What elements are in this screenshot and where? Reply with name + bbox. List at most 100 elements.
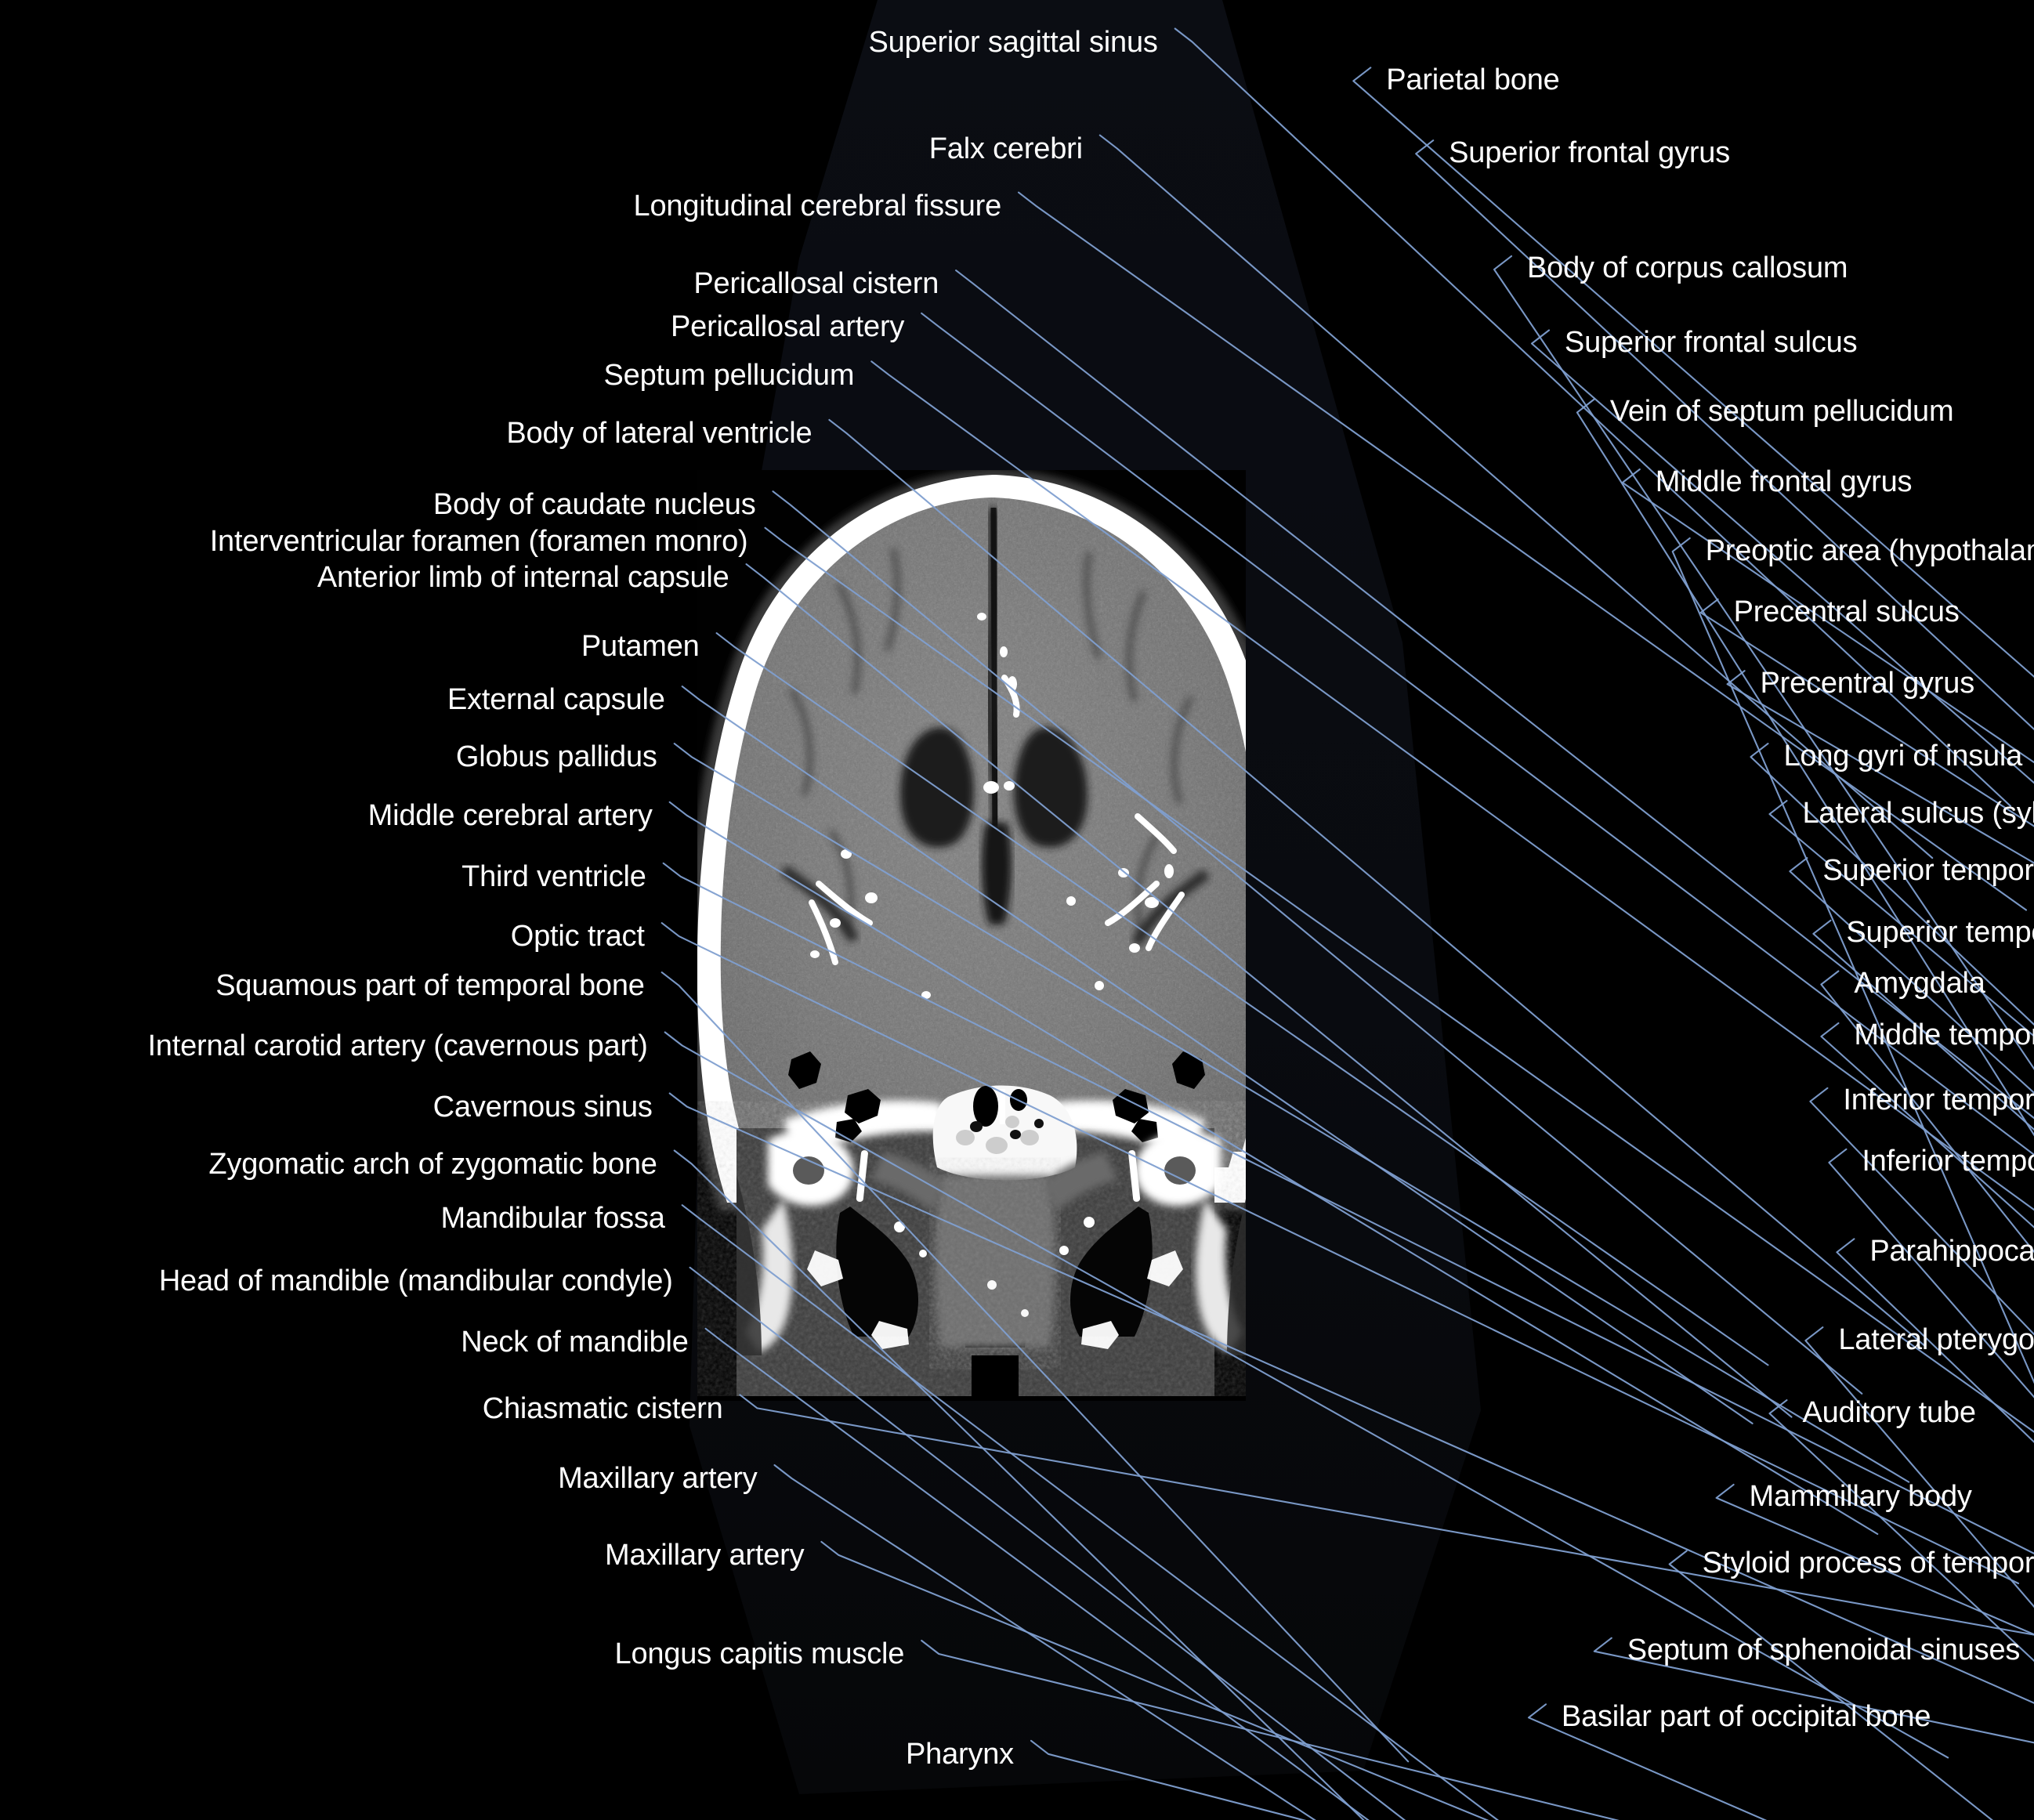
leader-line (1017, 191, 2028, 911)
anatomy-label: Neck of mandible (461, 1326, 689, 1359)
leader-line (1530, 329, 2034, 784)
anatomy-label: Inferior temporal sulcus (1843, 1084, 2034, 1117)
anatomy-label: Zygomatic arch of zygomatic bone (208, 1147, 657, 1181)
leader-line (870, 360, 2034, 1211)
anatomy-label: Basilar part of occipital bone (1561, 1699, 1931, 1733)
anatomy-label: Superior frontal gyrus (1449, 136, 1731, 169)
anatomy-label: Lateral pterygoid muscle (1838, 1322, 2034, 1356)
anatomy-label: Precentral gyrus (1760, 666, 1975, 700)
anatomy-label: Putamen (581, 630, 700, 664)
anatomy-label: Pericallosal artery (671, 310, 905, 344)
leader-line (828, 418, 1926, 1347)
leader-line (1699, 598, 2034, 827)
leader-line (704, 1327, 1370, 1820)
anatomy-label: Septum of sphenoidal sinuses (1627, 1634, 2021, 1667)
leader-line (1750, 743, 2034, 1026)
leader-line (664, 1031, 1949, 1759)
leader-line (1030, 1739, 1307, 1820)
leader-line (773, 1464, 1316, 1820)
leader-line (1768, 1399, 2034, 1663)
anatomy-label: Maxillary artery (558, 1462, 758, 1496)
leader-line (1352, 67, 2034, 678)
leader-line (1715, 1483, 2034, 1636)
leader-line (1098, 134, 1934, 859)
leader-line (673, 743, 1910, 1483)
anatomy-label: Internal carotid artery (cavernous part) (147, 1029, 648, 1062)
leader-line (681, 1204, 1500, 1820)
leader-line (1836, 1238, 2034, 1443)
leader-line (1576, 398, 2034, 1137)
anatomy-label: Head of mandible (mandibular condyle) (158, 1265, 673, 1298)
anatomy-label: Superior temporal gyrus (1822, 853, 2034, 887)
leader-line (1671, 537, 2034, 1384)
anatomy-label: Squamous part of temporal bone (215, 969, 645, 1003)
anatomy-label: Falx cerebri (928, 132, 1083, 165)
leader-line (739, 1394, 2034, 1636)
leader-line (1415, 139, 2034, 731)
leader-line (662, 862, 2034, 1554)
leader-line (1820, 970, 2034, 1254)
anatomy-label: Inferior temporal gyrus (1862, 1145, 2034, 1178)
leader-line (689, 1266, 1406, 1820)
anatomy-label: Pericallosal cistern (693, 267, 939, 301)
anatomy-label: Longitudinal cerebral fissure (633, 189, 1002, 223)
anatomy-label: Body of caudate nucleus (432, 488, 756, 522)
anatomy-label: Styloid process of temporal bone (1702, 1547, 2034, 1580)
anatomy-label: Chiasmatic cistern (482, 1391, 723, 1425)
leader-line (681, 686, 1754, 1424)
leader-line (1726, 670, 2034, 864)
anatomy-label: Precentral sulcus (1733, 595, 1960, 628)
leader-line (661, 922, 2020, 1585)
anatomy-label: Auditory tube (1802, 1395, 1976, 1429)
leader-line (673, 1149, 1365, 1820)
anatomy-label: Optic tract (510, 920, 645, 953)
leader-line (1593, 1637, 2034, 1744)
anatomy-label: Lateral sulcus (sylvian fissure) (1802, 796, 2034, 830)
anatomy-label: Mandibular fossa (440, 1202, 665, 1236)
leader-line (1174, 27, 2012, 807)
leader-line (1812, 919, 2034, 1131)
anatomy-label: Body of corpus callosum (1526, 251, 1848, 285)
leader-line (772, 490, 1863, 1395)
leader-line (715, 632, 1769, 1366)
anatomy-label: Interventricular foramen (foramen monro) (209, 524, 748, 558)
leader-line (1768, 800, 2034, 1037)
anatomy-label: Globus pallidus (455, 740, 657, 774)
leader-line (1809, 1087, 2034, 1336)
leader-line (1820, 1022, 2034, 1228)
anatomy-label: Parietal bone (1386, 63, 1560, 96)
anatomy-label: Superior temporal sulcus (1846, 916, 2034, 950)
anatomy-label: Middle temporal gyrus (1854, 1019, 2034, 1052)
leader-line (820, 1540, 1489, 1820)
anatomy-label: Middle cerebral artery (367, 799, 653, 833)
anatomy-label: Vein of septum pellucidum (1609, 394, 1954, 428)
anatomy-label: Superior frontal sulcus (1564, 326, 1858, 360)
anatomy-label: Mammillary body (1749, 1480, 1972, 1514)
leader-line (1828, 1148, 2034, 1398)
anatomy-label: Longus capitis muscle (614, 1637, 905, 1671)
anatomy-label: Parahippocampal gyrus (1869, 1234, 2034, 1268)
anatomy-label: Pharynx (905, 1738, 1014, 1771)
anatomy-label: Middle frontal gyrus (1655, 465, 1913, 498)
leader-line (1527, 1703, 1768, 1820)
leader-line (745, 563, 1793, 1418)
leader-line (668, 801, 1879, 1536)
leader-line (1668, 1550, 1993, 1820)
anatomy-label: Cavernous sinus (432, 1090, 653, 1123)
leader-line (764, 526, 2034, 1433)
anatomy-label: Anterior limb of internal capsule (317, 561, 729, 595)
leader-line (1789, 857, 2034, 1095)
anatomy-label: Maxillary artery (605, 1539, 805, 1572)
leader-line (1804, 1326, 2034, 1608)
leader-line (1493, 255, 2034, 1070)
anatomy-label: Body of lateral ventricle (506, 417, 813, 450)
leader-line (1621, 468, 2034, 764)
leader-line (955, 270, 2034, 1120)
anatomy-label: External capsule (447, 683, 665, 717)
leader-line (921, 312, 2034, 1156)
anatomy-label: Septum pellucidum (603, 358, 855, 392)
